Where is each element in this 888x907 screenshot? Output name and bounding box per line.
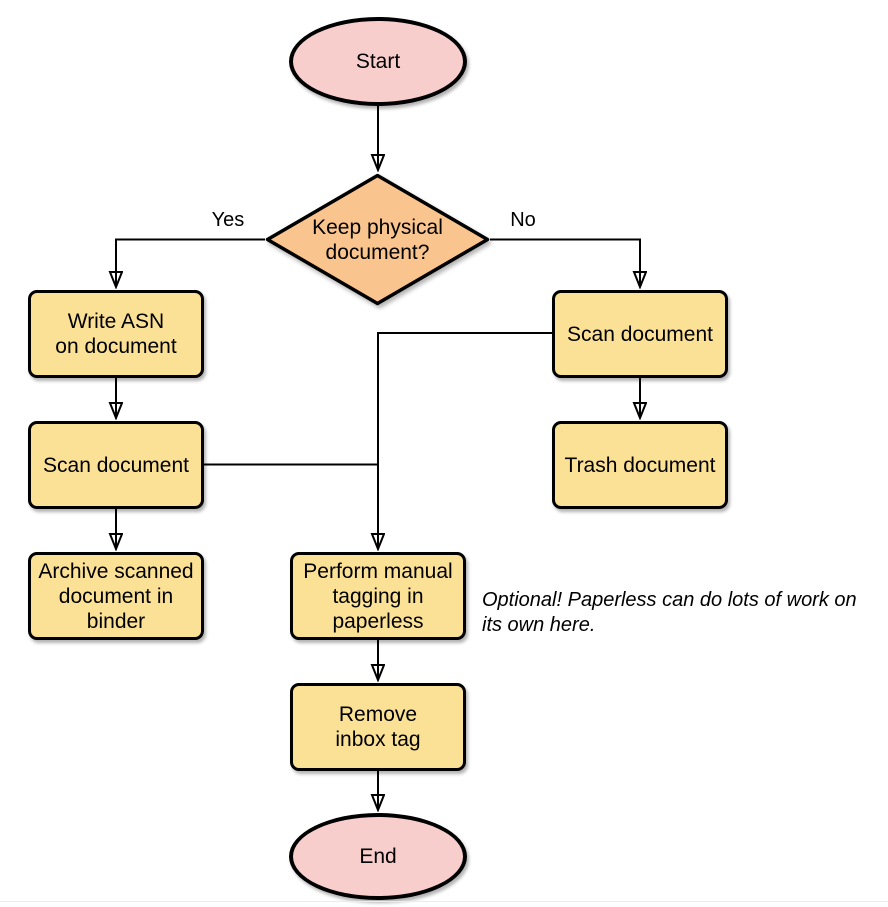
edge-label-no: No (510, 209, 536, 231)
node-start-label: Start (355, 50, 401, 73)
decision-diamond-shape (265, 173, 490, 306)
node-scan-document-left: Scan document (28, 421, 204, 509)
connector-scan-right-to-tagging (378, 332, 552, 549)
node-scan-document-left-label: Scan document (43, 453, 189, 477)
node-archive-scanned: Archive scanned document in binder (28, 552, 204, 640)
node-end: End (289, 813, 467, 900)
node-archive-scanned-label: Archive scanned document in binder (38, 559, 194, 633)
node-write-asn-label: Write ASN on document (55, 310, 177, 358)
node-write-asn: Write ASN on document (28, 290, 204, 378)
node-trash-document-label: Trash document (564, 453, 716, 477)
node-keep-physical-document-label: Keep physical document? (312, 215, 443, 264)
connector-decision-no-to-scan-right (490, 238, 640, 288)
node-remove-inbox-tag: Remove inbox tag (290, 683, 466, 771)
node-scan-document-right: Scan document (552, 290, 728, 378)
edge-label-yes: Yes (211, 209, 245, 231)
node-keep-physical-document: Keep physical document? (265, 173, 490, 306)
connector-decision-yes-to-write-asn (116, 238, 265, 288)
node-scan-document-right-label: Scan document (567, 322, 713, 346)
node-trash-document: Trash document (552, 421, 728, 509)
node-end-label: End (359, 845, 397, 868)
node-remove-inbox-tag-label: Remove inbox tag (335, 703, 421, 751)
annotation-optional-note: Optional! Paperless can do lots of work … (482, 589, 857, 636)
node-manual-tagging-label: Perform manual tagging in paperless (303, 559, 453, 633)
node-start: Start (289, 17, 467, 106)
node-manual-tagging: Perform manual tagging in paperless (290, 552, 466, 640)
bottom-divider (0, 901, 888, 902)
